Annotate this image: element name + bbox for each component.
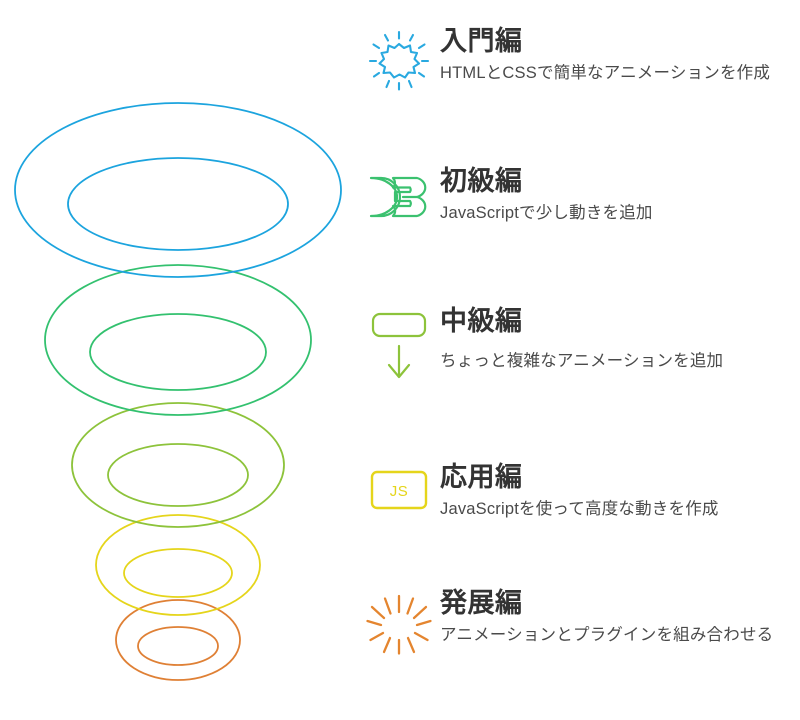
legend-item-advanced[interactable]: 発展編 アニメーションとプラグインを組み合わせる xyxy=(360,588,800,666)
legend-title: 中級編 xyxy=(440,306,523,336)
funnel-ring-2 xyxy=(44,264,312,416)
js-badge-label: JS xyxy=(390,483,409,500)
legend-description: JavaScriptで少し動きを追加 xyxy=(440,204,653,223)
legend-title: 入門編 xyxy=(440,26,523,56)
js-badge-icon: JS xyxy=(360,462,438,540)
legend-text-block: 中級編 ちょっと複雑なアニメーションを追加 xyxy=(438,306,723,372)
legend-item-elementary[interactable]: 初級編 JavaScriptで少し動きを追加 xyxy=(360,166,800,244)
legend-text-block: 初級編 JavaScriptで少し動きを追加 xyxy=(438,166,653,224)
legend-text-block: 応用編 JavaScriptを使って高度な動きを作成 xyxy=(438,462,719,520)
d3-logo-icon xyxy=(360,166,438,244)
legend-text-block: 入門編 HTMLとCSSで簡単なアニメーションを作成 xyxy=(438,26,770,84)
legend-title: 初級編 xyxy=(440,166,523,196)
legend-item-intermediate[interactable]: 中級編 ちょっと複雑なアニメーションを追加 xyxy=(360,306,800,384)
starburst-icon xyxy=(360,26,438,104)
funnel-ring-5 xyxy=(115,599,241,681)
funnel-ring-3 xyxy=(71,402,285,528)
legend-description: ちょっと複雑なアニメーションを追加 xyxy=(440,352,724,371)
funnel-graphic xyxy=(0,0,360,720)
funnel-ring-1 xyxy=(14,102,342,278)
legend-title: 発展編 xyxy=(440,588,523,618)
legend-title: 応用編 xyxy=(440,462,523,492)
legend-list: 入門編 HTMLとCSSで簡単なアニメーションを作成 初級編 JavaScrip xyxy=(360,0,800,720)
legend-description: JavaScriptを使って高度な動きを作成 xyxy=(440,500,719,519)
funnel-svg xyxy=(14,102,342,681)
legend-description: アニメーションとプラグインを組み合わせる xyxy=(440,626,774,645)
legend-text-block: 発展編 アニメーションとプラグインを組み合わせる xyxy=(438,588,773,646)
radiating-sparkle-icon xyxy=(360,588,438,666)
legend-item-beginner[interactable]: 入門編 HTMLとCSSで簡単なアニメーションを作成 xyxy=(360,26,800,104)
legend-description: HTMLとCSSで簡単なアニメーションを作成 xyxy=(440,64,771,83)
rounded-rect-with-down-arrow-icon xyxy=(360,306,438,384)
legend-item-applied[interactable]: JS 応用編 JavaScriptを使って高度な動きを作成 xyxy=(360,462,800,540)
